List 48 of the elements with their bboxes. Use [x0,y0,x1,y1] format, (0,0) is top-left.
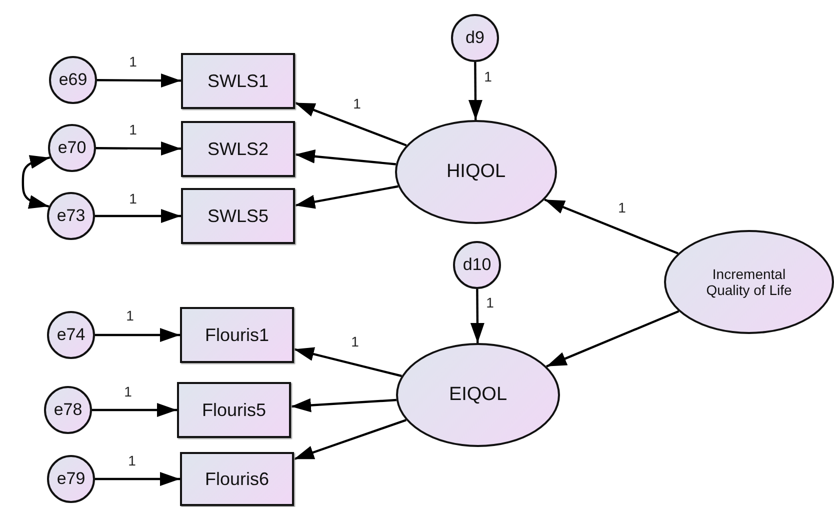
double-headed-arrow [22,155,50,209]
observed-box [180,307,294,363]
node-label: e79 [56,469,86,489]
node-label: Flouris6 [204,468,270,490]
error-circle [48,124,96,172]
arrow [95,328,180,342]
node-label: Incremental Quality of Life [705,266,793,298]
observed-box [181,121,295,177]
error-circle [47,311,95,359]
node-label: SWLS5 [207,206,269,226]
arrow [294,185,398,209]
arrow [294,149,396,166]
node-label: e73 [56,206,86,226]
arrow [546,310,680,368]
arrow [95,209,181,223]
arrow [294,419,406,460]
observed-box [181,53,295,109]
error-circle [453,241,501,289]
arrow [294,102,407,146]
error-circle [451,14,499,62]
node-label: d9 [466,28,484,48]
node-label: e69 [58,70,88,90]
node-label: e70 [58,138,86,158]
arrow [97,74,181,88]
node-label: e74 [56,325,86,345]
node-label: d10 [462,255,492,275]
arrow [468,62,482,120]
arrow [544,198,678,254]
error-circle [47,192,95,240]
node-label: Flouris5 [202,400,266,420]
error-circle [49,56,97,104]
node-label: Flouris1 [204,324,270,346]
arrow [294,347,402,378]
arrow [96,142,181,156]
node-label: e78 [54,400,82,420]
node-label: EIQOL [448,384,508,406]
observed-box [177,382,291,438]
arrow [470,289,484,343]
node-label: HIQOL [446,161,506,183]
arrow [95,472,180,486]
error-circle [44,386,92,434]
node-label: SWLS2 [207,138,269,160]
arrow [92,403,177,417]
arrow [290,398,396,412]
observed-box [180,452,294,506]
observed-box [181,188,295,244]
error-circle [47,455,95,503]
node-label: SWLS1 [207,70,269,92]
